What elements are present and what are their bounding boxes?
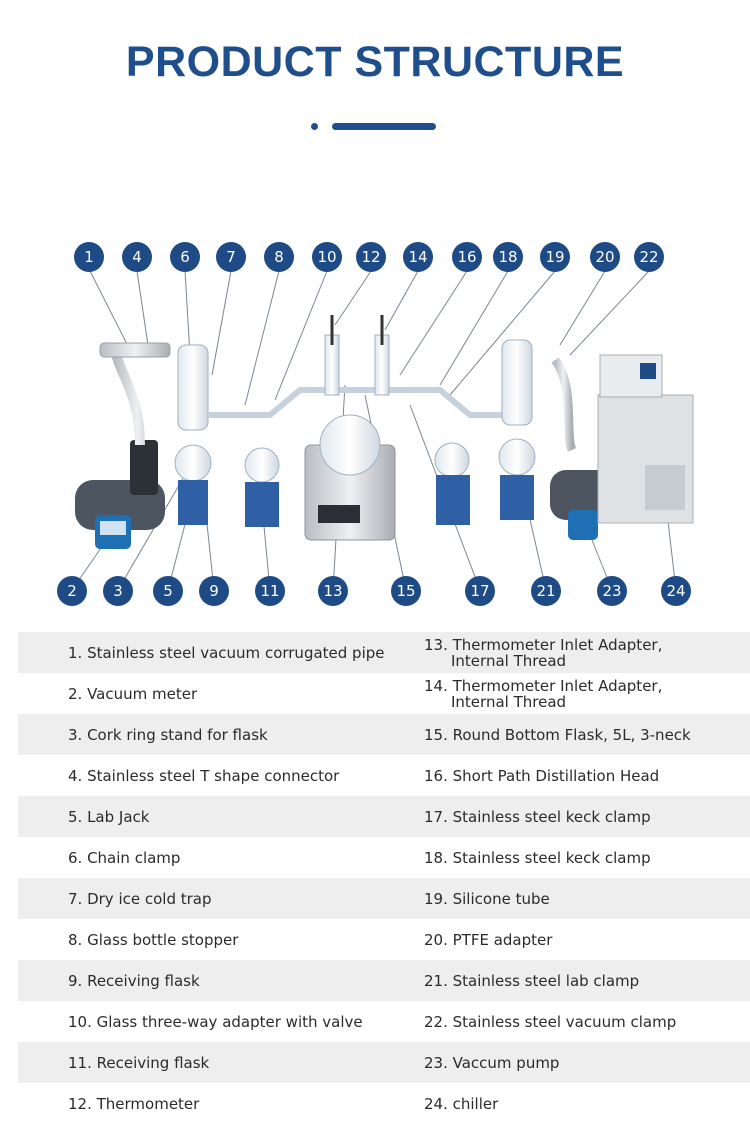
table-row: 3. Cork ring stand for flask 15. Round B… [18, 714, 750, 755]
callout-badge: 4 [122, 242, 152, 272]
callout-badge: 16 [452, 242, 482, 272]
part-name-right: 13. Thermometer Inlet Adapter,Internal T… [424, 635, 663, 670]
part-name-right: 14. Thermometer Inlet Adapter,Internal T… [424, 676, 663, 711]
callout-badge: 20 [590, 242, 620, 272]
part-name-left: 8. Glass bottle stopper [68, 930, 239, 949]
callout-badge: 8 [264, 242, 294, 272]
table-row: 11. Receiving flask 23. Vaccum pump [18, 1042, 750, 1083]
part-name-left: 2. Vacuum meter [68, 684, 198, 703]
part-name-left: 3. Cork ring stand for flask [68, 725, 268, 744]
callout-badge: 13 [318, 576, 348, 606]
part-name-left: 9. Receiving flask [68, 971, 200, 990]
callout-badge: 6 [170, 242, 200, 272]
apparatus-diagram: 1 4 6 7 8 10 12 14 16 18 19 20 22 2 3 5 … [0, 235, 750, 615]
callout-badge: 23 [597, 576, 627, 606]
callout-badge: 14 [403, 242, 433, 272]
title-decoration-dot [311, 123, 318, 130]
callout-badge: 22 [634, 242, 664, 272]
callout-badge: 19 [540, 242, 570, 272]
callout-badge: 1 [74, 242, 104, 272]
table-row: 5. Lab Jack 17. Stainless steel keck cla… [18, 796, 750, 837]
part-name-right: 19. Silicone tube [424, 889, 550, 908]
callout-badge: 5 [153, 576, 183, 606]
callout-badge: 7 [216, 242, 246, 272]
part-name-left: 1. Stainless steel vacuum corrugated pip… [68, 643, 385, 662]
callout-badge: 17 [465, 576, 495, 606]
part-name-left: 6. Chain clamp [68, 848, 181, 867]
part-name-right: 24. chiller [424, 1094, 499, 1113]
callout-badge: 15 [391, 576, 421, 606]
part-name-left: 11. Receiving flask [68, 1053, 210, 1072]
part-name-right: 17. Stainless steel keck clamp [424, 807, 651, 826]
part-name-right: 16. Short Path Distillation Head [424, 766, 660, 785]
left-vacuum-pump [75, 440, 165, 549]
callout-badge: 3 [103, 576, 133, 606]
callout-badge: 2 [57, 576, 87, 606]
table-row: 1. Stainless steel vacuum corrugated pip… [18, 632, 750, 673]
callout-badge: 11 [255, 576, 285, 606]
part-name-right: 22. Stainless steel vacuum clamp [424, 1012, 677, 1031]
page-title: PRODUCT STRUCTURE [125, 38, 625, 86]
callout-badge: 9 [199, 576, 229, 606]
table-row: 12. Thermometer 24. chiller [18, 1083, 750, 1124]
callout-badge: 21 [531, 576, 561, 606]
table-row: 2. Vacuum meter 14. Thermometer Inlet Ad… [18, 673, 750, 714]
part-name-left: 5. Lab Jack [68, 807, 150, 826]
callout-badge: 10 [312, 242, 342, 272]
part-name-right: 18. Stainless steel keck clamp [424, 848, 651, 867]
part-name-right: 21. Stainless steel lab clamp [424, 971, 640, 990]
part-name-left: 4. Stainless steel T shape connector [68, 766, 340, 785]
table-row: 7. Dry ice cold trap 19. Silicone tube [18, 878, 750, 919]
callout-badge: 12 [356, 242, 386, 272]
part-name-left: 10. Glass three-way adapter with valve [68, 1012, 363, 1031]
parts-table: 1. Stainless steel vacuum corrugated pip… [18, 632, 750, 1124]
part-name-left: 7. Dry ice cold trap [68, 889, 212, 908]
part-name-right: 20. PTFE adapter [424, 930, 553, 949]
callout-badge: 24 [661, 576, 691, 606]
part-name-right: 23. Vaccum pump [424, 1053, 560, 1072]
part-name-left: 12. Thermometer [68, 1094, 200, 1113]
table-row: 4. Stainless steel T shape connector 16.… [18, 755, 750, 796]
callout-badge: 18 [493, 242, 523, 272]
table-row: 9. Receiving flask 21. Stainless steel l… [18, 960, 750, 1001]
table-row: 10. Glass three-way adapter with valve 2… [18, 1001, 750, 1042]
table-row: 8. Glass bottle stopper 20. PTFE adapter [18, 919, 750, 960]
title-decoration-bar [332, 123, 436, 130]
apparatus-illustration [71, 270, 694, 591]
table-row: 6. Chain clamp 18. Stainless steel keck … [18, 837, 750, 878]
part-name-right: 15. Round Bottom Flask, 5L, 3-neck [424, 725, 691, 744]
